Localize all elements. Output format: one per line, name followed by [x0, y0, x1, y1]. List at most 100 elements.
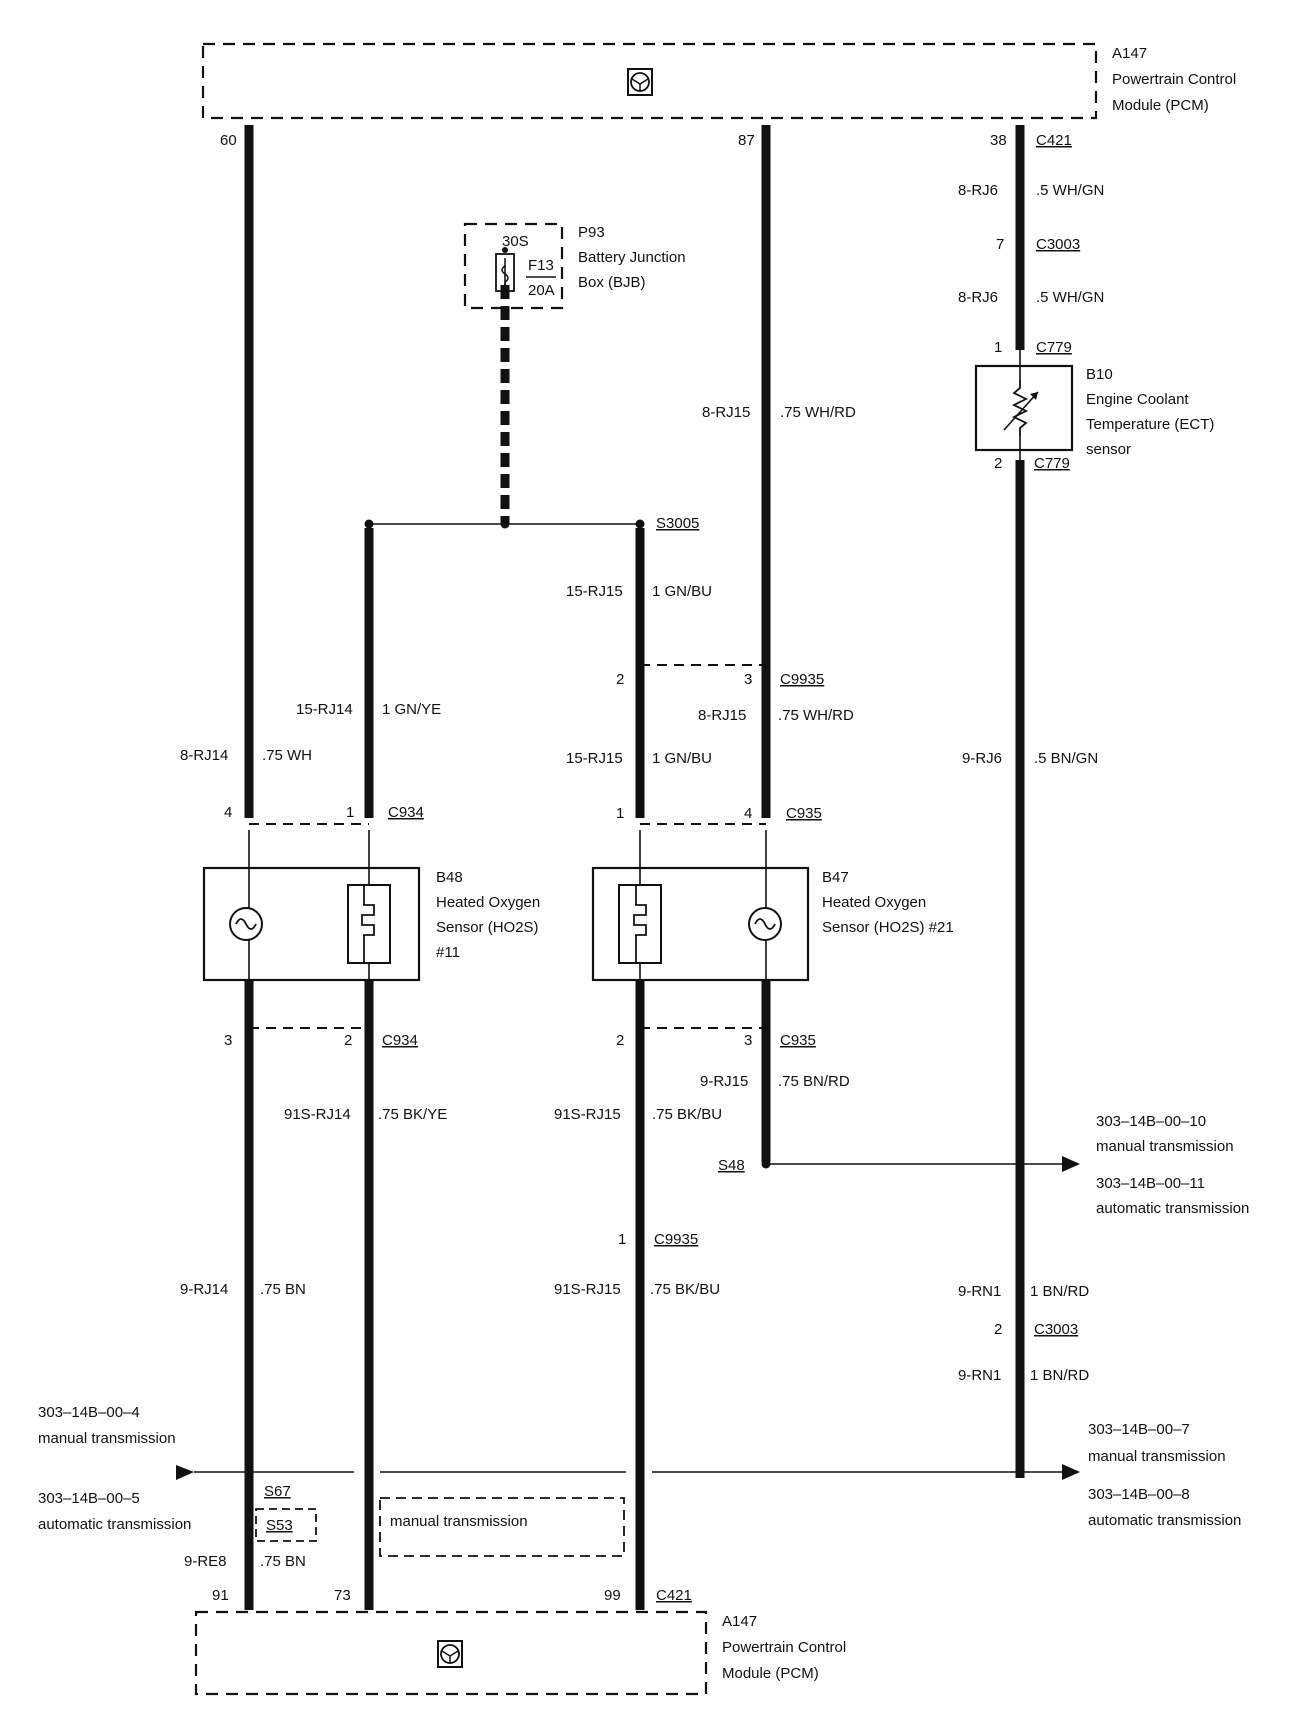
pin-c9935-1: 1	[618, 1231, 626, 1248]
fuse-icon	[495, 247, 515, 292]
pin-c3003-2: 2	[994, 1321, 1002, 1338]
wire-label-8rj6-b: 8-RJ6	[958, 289, 998, 306]
pin-c3003-7: 7	[996, 236, 1004, 253]
wire-label-15rj14: 15-RJ14	[296, 701, 353, 718]
bjb-line2: Box (BJB)	[578, 274, 646, 291]
wire-label-8rj14: 8-RJ14	[180, 747, 228, 764]
ref-5: 303–14B–00–5	[38, 1490, 140, 1507]
pcm-bottom-id: A147	[722, 1613, 757, 1630]
wire-label-91srj15-b: 91S-RJ15	[554, 1281, 621, 1298]
node-s48-right	[1015, 1159, 1025, 1169]
thermistor-icon	[1003, 380, 1039, 436]
node-ground-right	[1015, 1467, 1025, 1477]
wire-color-5bngn: .5 BN/GN	[1034, 750, 1098, 767]
wire-label-9rj14: 9-RJ14	[180, 1281, 228, 1298]
wire-label-15rj15-a: 15-RJ15	[566, 583, 623, 600]
ho2s21-line2: Sensor (HO2S) #21	[822, 919, 954, 936]
wire-label-9rn1-b: 9-RN1	[958, 1367, 1001, 1384]
wire-label-9rn1-a: 9-RN1	[958, 1283, 1001, 1300]
ref-8: 303–14B–00–8	[1088, 1486, 1190, 1503]
connector-c421-bottom: C421	[656, 1587, 692, 1604]
ect-line2: Temperature (ECT)	[1086, 416, 1214, 433]
wire-label-9re8: 9-RE8	[184, 1553, 227, 1570]
pin-c935-1: 1	[616, 805, 624, 822]
splice-s53-box	[255, 1508, 317, 1542]
wire-color-1gnbu-b: 1 GN/BU	[652, 750, 712, 767]
ref-5-text: automatic transmission	[38, 1516, 191, 1533]
connector-c934-b: C934	[382, 1032, 418, 1049]
pcm-top-id: A147	[1112, 45, 1147, 62]
pin-c9935-3: 3	[744, 671, 752, 688]
pin-c935-4: 4	[744, 805, 752, 822]
wire-color-75bkbu-a: .75 BK/BU	[652, 1106, 722, 1123]
pin-c9935-2: 2	[616, 671, 624, 688]
splice-s3005: S3005	[656, 515, 699, 532]
pcm-top-icon	[627, 68, 653, 96]
wire-color-75bkbu-b: .75 BK/BU	[650, 1281, 720, 1298]
pin-99: 99	[604, 1587, 621, 1604]
wire-color-5whgn-b: .5 WH/GN	[1036, 289, 1104, 306]
pin-c934-1: 1	[346, 804, 354, 821]
heater-element-icon	[618, 884, 662, 964]
pcm-bottom-icon	[437, 1640, 463, 1668]
ho2s11-id: B48	[436, 869, 463, 886]
wire-color-1bnrd-a: 1 BN/RD	[1030, 1283, 1089, 1300]
connector-c9935-a: C9935	[780, 671, 824, 688]
wire-color-1gnye: 1 GN/YE	[382, 701, 441, 718]
heater-element-icon	[347, 884, 391, 964]
wire-label-91srj14: 91S-RJ14	[284, 1106, 351, 1123]
pin-c935-3: 3	[744, 1032, 752, 1049]
ref-4: 303–14B–00–4	[38, 1404, 140, 1421]
wire-label-8rj15-b: 8-RJ15	[698, 707, 746, 724]
pcm-top-line1: Powertrain Control	[1112, 71, 1236, 88]
ref-10: 303–14B–00–10	[1096, 1113, 1206, 1130]
sensor-signal-icon	[229, 907, 263, 941]
wire-color-1bnrd-b: 1 BN/RD	[1030, 1367, 1089, 1384]
bjb-id: P93	[578, 224, 605, 241]
pcm-top-box	[201, 42, 1098, 120]
connector-c779-a: C779	[1036, 339, 1072, 356]
node-s3005	[635, 519, 645, 529]
connector-c935-b: C935	[780, 1032, 816, 1049]
ho2s11-line3: #11	[436, 944, 460, 961]
wire-label-9rj15: 9-RJ15	[700, 1073, 748, 1090]
bjb-fuse: F13	[528, 257, 554, 274]
ref-7: 303–14B–00–7	[1088, 1421, 1190, 1438]
arrow-in-icon	[176, 1465, 194, 1480]
pcm-bottom-line2: Module (PCM)	[722, 1665, 819, 1682]
pin-c934-4: 4	[224, 804, 232, 821]
splice-s53: S53	[266, 1517, 293, 1534]
wire-color-5whgn-a: .5 WH/GN	[1036, 182, 1104, 199]
pcm-top-line2: Module (PCM)	[1112, 97, 1209, 114]
wire-label-8rj15-a: 8-RJ15	[702, 404, 750, 421]
wire-color-75bn-b: .75 BN	[260, 1553, 306, 1570]
pin-60: 60	[220, 132, 237, 149]
arrow-right-icon	[1062, 1156, 1080, 1172]
ho2s21-line1: Heated Oxygen	[822, 894, 926, 911]
wire-color-75bn-a: .75 BN	[260, 1281, 306, 1298]
ref-10-text: manual transmission	[1096, 1138, 1234, 1155]
pin-91: 91	[212, 1587, 229, 1604]
pin-c934-2: 2	[344, 1032, 352, 1049]
connector-c421-top: C421	[1036, 132, 1072, 149]
splice-s67: S67	[264, 1483, 291, 1500]
connector-c779-b: C779	[1034, 455, 1070, 472]
ho2s11-line1: Heated Oxygen	[436, 894, 540, 911]
wire-color-75wh: .75 WH	[262, 747, 312, 764]
splice-s48: S48	[718, 1157, 745, 1174]
wire-color-75whrd-b: .75 WH/RD	[778, 707, 854, 724]
pcm-bottom-box	[194, 1610, 708, 1696]
wire-color-75bnrd: .75 BN/RD	[778, 1073, 850, 1090]
pin-38: 38	[990, 132, 1007, 149]
ect-line1: Engine Coolant	[1086, 391, 1189, 408]
bjb-rating: 20A	[528, 282, 555, 299]
wire-label-9rj6: 9-RJ6	[962, 750, 1002, 767]
wire-color-1gnbu-a: 1 GN/BU	[652, 583, 712, 600]
node-s67	[244, 1467, 254, 1477]
pcm-bottom-line1: Powertrain Control	[722, 1639, 846, 1656]
ho2s21-id: B47	[822, 869, 849, 886]
pin-c779-2: 2	[994, 455, 1002, 472]
bjb-pin: 30S	[502, 233, 529, 250]
ref-11-text: automatic transmission	[1096, 1200, 1249, 1217]
